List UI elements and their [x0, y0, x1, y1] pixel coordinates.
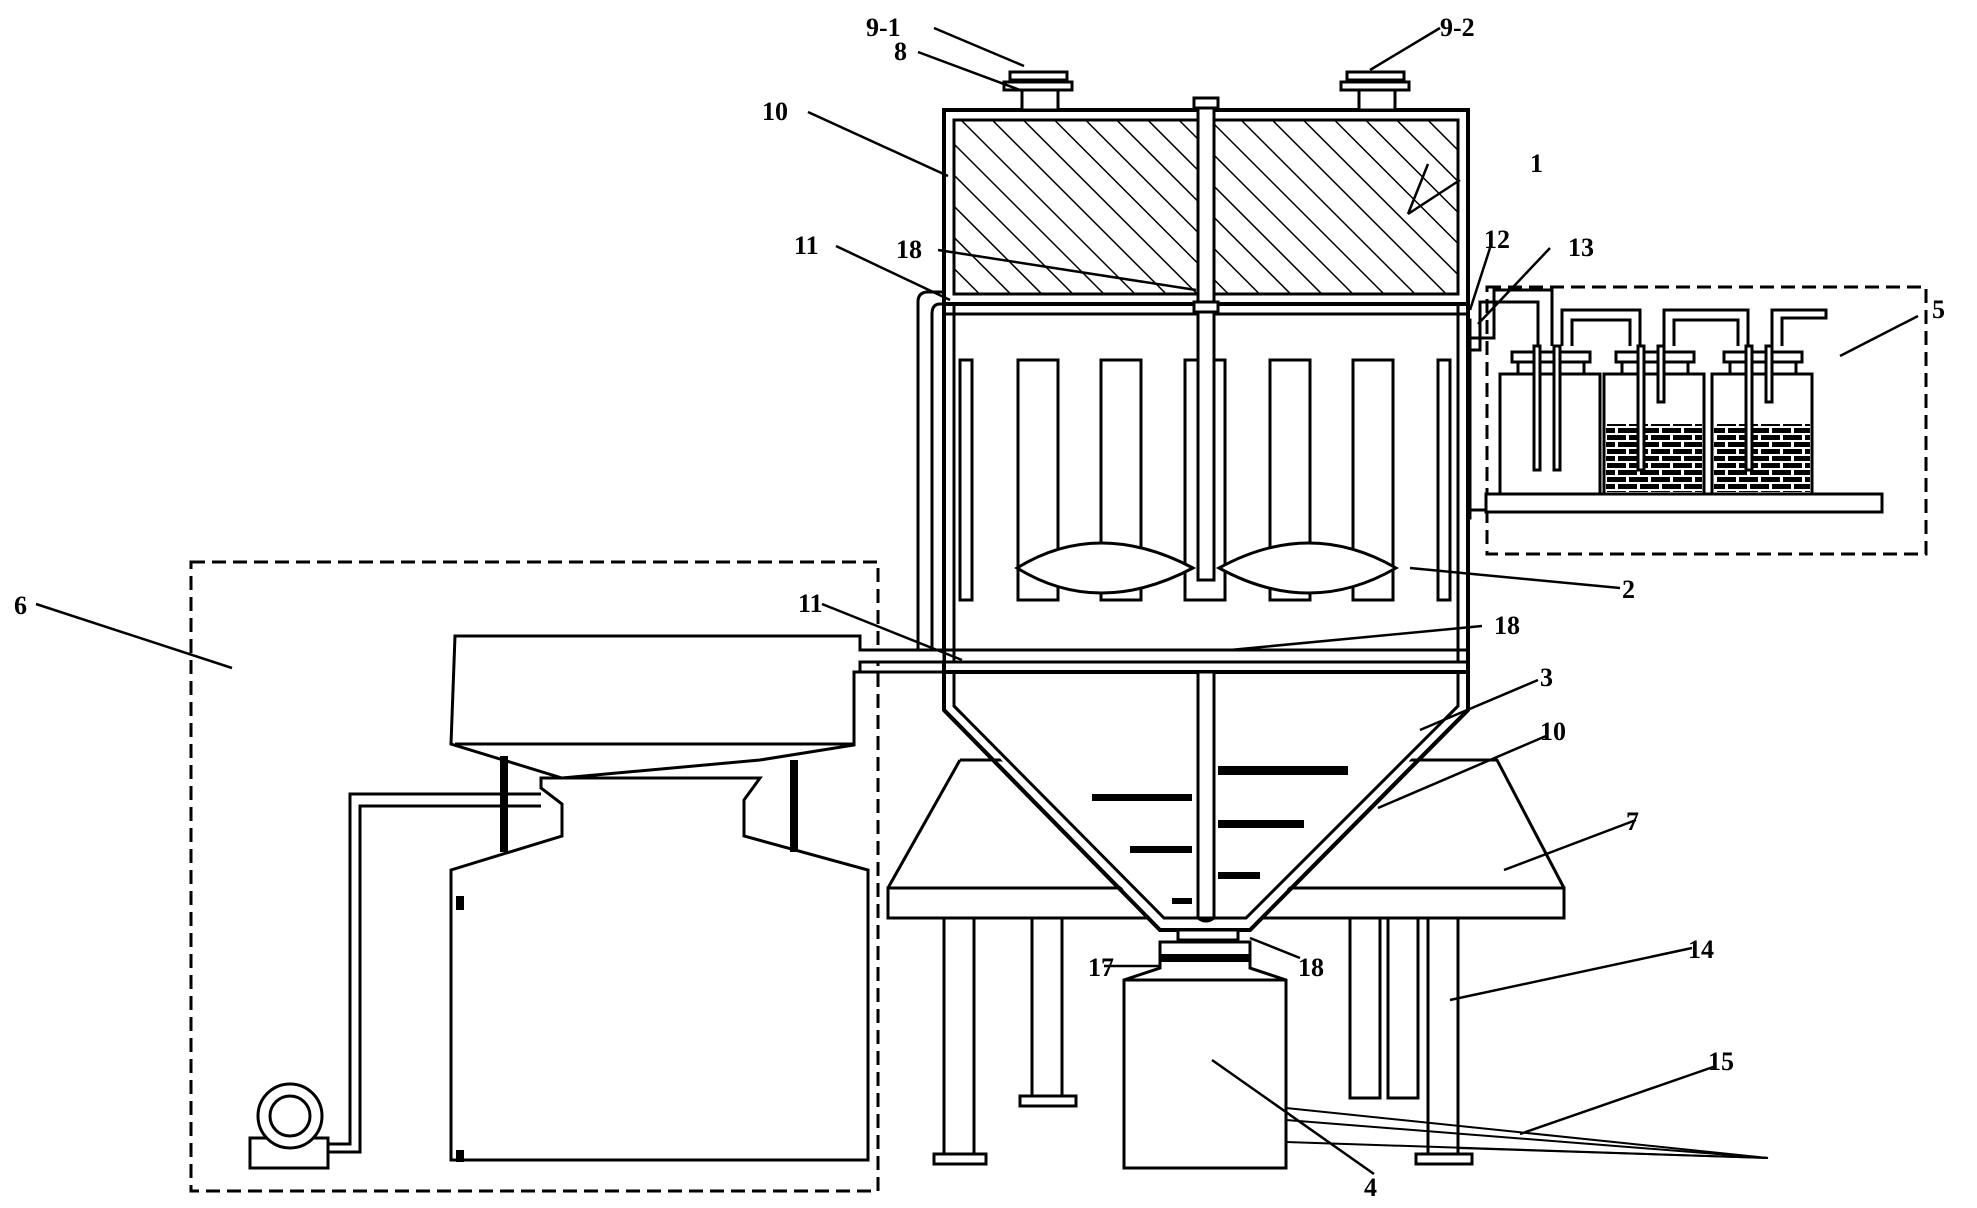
lower-shaft — [1092, 670, 1348, 923]
label-8: 8 — [894, 37, 907, 66]
port-9-2 — [1339, 70, 1411, 112]
bottles-5 — [1484, 308, 1884, 514]
label-1: 1 — [1530, 149, 1543, 178]
label-14: 14 — [1688, 935, 1714, 964]
label-9-2: 9-2 — [1440, 13, 1475, 42]
label-3: 3 — [1540, 663, 1553, 692]
legs-14 — [932, 916, 1474, 1166]
slope-15 — [1285, 1107, 1769, 1159]
label-12: 12 — [1484, 225, 1510, 254]
label-5: 5 — [1932, 295, 1945, 324]
receiver-4 — [1122, 928, 1288, 1170]
label-6: 6 — [14, 591, 27, 620]
label-15: 15 — [1708, 1047, 1734, 1076]
label-7: 7 — [1626, 807, 1639, 836]
label-10-top: 10 — [762, 97, 788, 126]
pump — [248, 792, 541, 1170]
system-6-dashed-box — [189, 560, 880, 1193]
label-2: 2 — [1622, 575, 1635, 604]
label-18-top: 18 — [896, 235, 922, 264]
label-18-bottom: 18 — [1298, 953, 1324, 982]
label-11-top: 11 — [794, 231, 819, 260]
label-4: 4 — [1364, 1173, 1377, 1202]
label-9-1: 9-1 — [866, 13, 901, 42]
leader-lines — [35, 26, 1919, 1176]
tank-system-6 — [449, 634, 946, 1162]
system-5-dashed-box — [1485, 285, 1928, 556]
label-13: 13 — [1568, 233, 1594, 262]
pipe-12 — [1468, 288, 1554, 520]
pipe-11 — [916, 290, 944, 652]
label-11-bottom: 11 — [798, 589, 823, 618]
label-10-bottom: 10 — [1540, 717, 1566, 746]
central-shaft — [1192, 96, 1220, 582]
label-17: 17 — [1088, 953, 1114, 982]
port-9-1 — [1002, 70, 1074, 112]
label-18-mid: 18 — [1494, 611, 1520, 640]
